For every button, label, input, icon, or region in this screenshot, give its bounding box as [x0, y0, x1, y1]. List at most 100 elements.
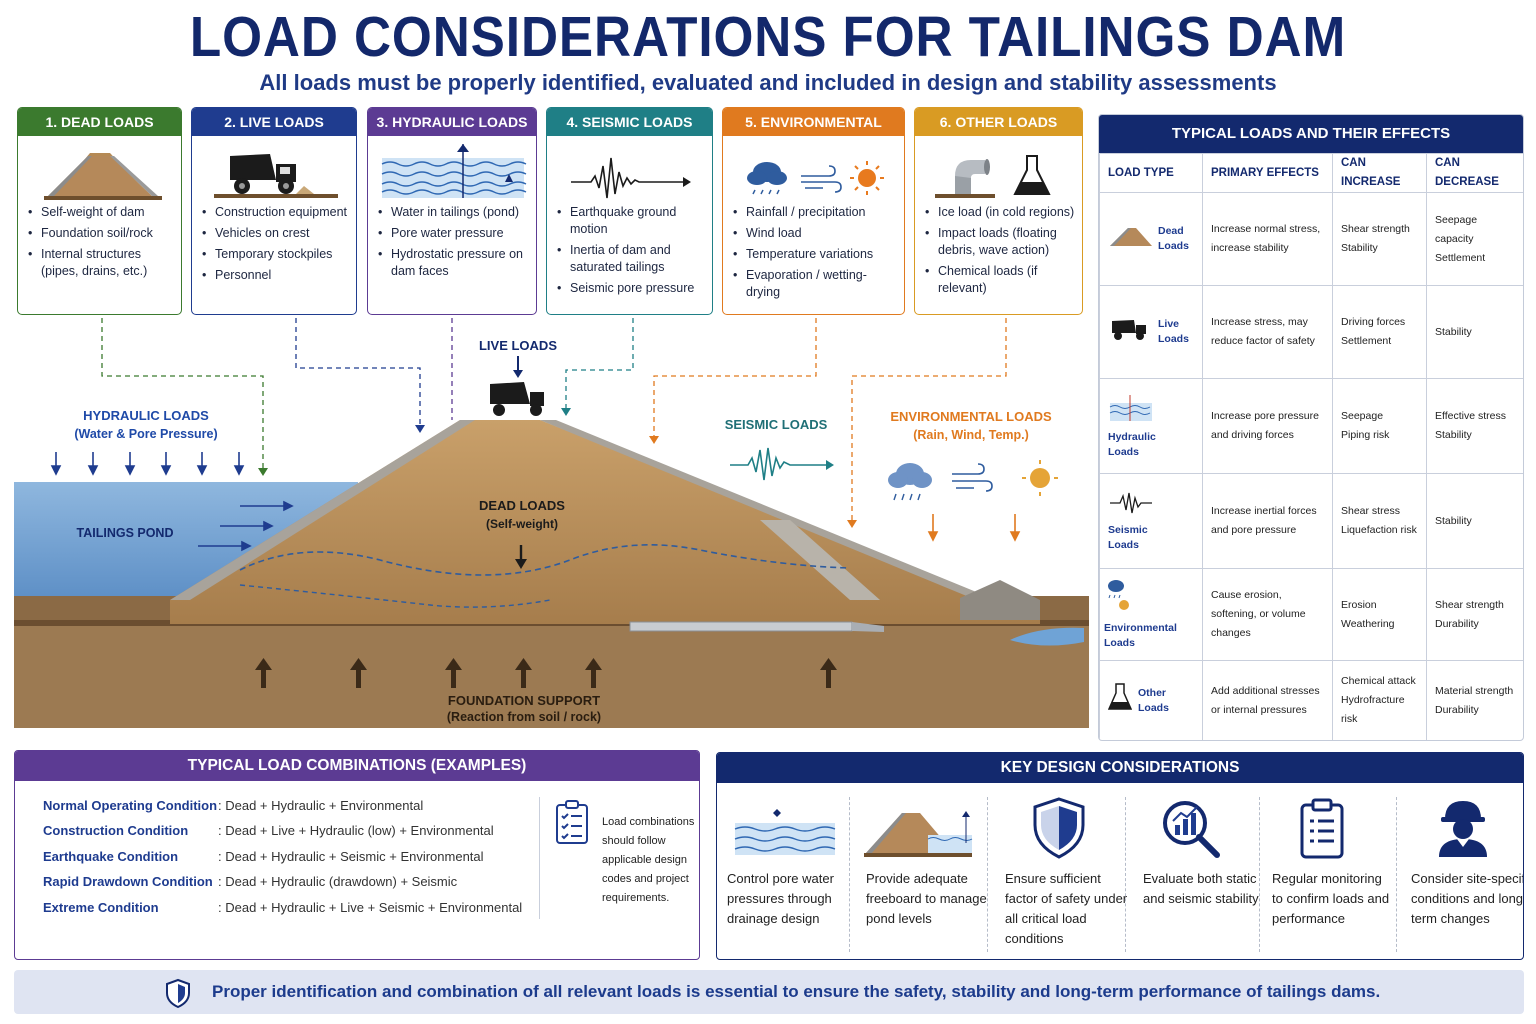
seismograph-icon: [1108, 490, 1154, 523]
table-cell: Seepage Piping risk: [1332, 378, 1427, 474]
dam-cross-section: [14, 318, 1089, 728]
card-header: 6. OTHER LOADS: [915, 108, 1082, 136]
label-seismic-loads: SEISMIC LOADS: [724, 417, 828, 432]
label-tailings-pond: TAILINGS POND: [76, 526, 174, 540]
table-cell: Material strength Durability: [1426, 660, 1523, 740]
loads-effects-table: TYPICAL LOADS AND THEIR EFFECTS LOAD TYP…: [1098, 114, 1524, 741]
list-item: Construction equipment: [202, 204, 350, 221]
design-item: Control pore water pressures through dra…: [717, 797, 855, 952]
footer-banner: Proper identification and combination of…: [14, 970, 1524, 1014]
card-hydraulic-loads: 3. HYDRAULIC LOADS Water in tailings (po…: [367, 107, 537, 315]
page-subtitle: All loads must be properly identified, e…: [259, 70, 1277, 95]
flask-icon: [1107, 682, 1133, 719]
list-item: Rainfall / precipitation: [733, 204, 898, 221]
divider: [1259, 797, 1260, 952]
list-item: Ice load (in cold regions): [925, 204, 1076, 221]
list-item: Earthquake ground motion: [557, 204, 706, 238]
column-header: CAN INCREASE: [1332, 153, 1427, 193]
label-live-loads: LIVE LOADS: [478, 338, 557, 353]
label-foundation-support: FOUNDATION SUPPORT: [447, 693, 601, 708]
analysis-magnifier-icon: [1159, 797, 1225, 864]
freeboard-icon: [862, 803, 974, 864]
table-title: TYPICAL LOADS AND THEIR EFFECTS: [1099, 115, 1523, 153]
list-item: Evaporation / wetting-drying: [733, 267, 898, 301]
table-row: Hydraulic Loads Increase pore pressure a…: [1099, 378, 1523, 474]
table-cell: Shear strength Durability: [1426, 568, 1523, 661]
checklist-icon: [555, 799, 591, 850]
divider: [1125, 797, 1126, 952]
weather-icon: [1104, 578, 1134, 621]
clipboard-icon: [1298, 797, 1348, 864]
divider: [987, 797, 988, 952]
list-item: Vehicles on crest: [202, 225, 350, 242]
pipe-and-flask-icon: [915, 136, 1082, 204]
list-item: Personnel: [202, 267, 350, 284]
table-cell: Increase normal stress, increase stabili…: [1202, 192, 1333, 286]
column-header: CAN DECREASE: [1426, 153, 1523, 193]
load-type-cell: Environmental Loads: [1099, 568, 1203, 661]
water-level-icon: [368, 136, 536, 204]
label-foundation-sub: (Reaction from soil / rock): [446, 710, 602, 724]
label-environmental-loads: ENVIRONMENTAL LOADS: [890, 409, 1052, 424]
table-cell: Cause erosion, softening, or volume chan…: [1202, 568, 1333, 661]
list-item: Inertia of dam and saturated tailings: [557, 242, 706, 276]
list-item: Foundation soil/rock: [28, 225, 175, 242]
table-cell: Erosion Weathering: [1332, 568, 1427, 661]
weather-icon: [723, 136, 904, 204]
table-cell: Driving forces Settlement: [1332, 285, 1427, 379]
list-item: Water in tailings (pond): [378, 204, 530, 221]
key-design-panel: KEY DESIGN CONSIDERATIONS Control pore w…: [716, 752, 1524, 960]
list-item: Self-weight of dam: [28, 204, 175, 221]
design-item: Ensure sufficient factor of safety under…: [995, 797, 1133, 952]
column-header: PRIMARY EFFECTS: [1202, 153, 1333, 193]
list-item: Temporary stockpiles: [202, 246, 350, 263]
table-cell: Stability: [1426, 473, 1523, 569]
design-item: Regular monitoring to confirm loads and …: [1262, 797, 1400, 952]
card-list: Water in tailings (pond) Pore water pres…: [368, 204, 536, 280]
table-cell: Chemical attack Hydrofracture risk: [1332, 660, 1427, 740]
load-combinations-panel: TYPICAL LOAD COMBINATIONS (EXAMPLES) Nor…: [14, 750, 700, 960]
design-item: Consider site-specific conditions and lo…: [1401, 797, 1523, 952]
list-item: Temperature variations: [733, 246, 898, 263]
embankment-icon: [18, 136, 181, 204]
panel-header: KEY DESIGN CONSIDERATIONS: [717, 753, 1523, 783]
panel-header: TYPICAL LOAD COMBINATIONS (EXAMPLES): [15, 751, 699, 781]
label-hydraulic-loads: HYDRAULIC LOADS: [83, 408, 209, 423]
table-header-row: LOAD TYPE PRIMARY EFFECTS CAN INCREASE C…: [1099, 153, 1523, 193]
table-cell: Shear strength Stability: [1332, 192, 1427, 286]
combination-note: Load combinations should follow applicab…: [602, 816, 695, 904]
card-header: 2. LIVE LOADS: [192, 108, 356, 136]
card-environmental-loads: 5. ENVIRONMENTAL LOADS Rainfall / precip…: [722, 107, 905, 315]
seismograph-icon: [547, 136, 712, 204]
table-cell: Increase inertial forces and pore pressu…: [1202, 473, 1333, 569]
table-cell: Shear stress Liquefaction risk: [1332, 473, 1427, 569]
card-dead-loads: 1. DEAD LOADS Self-weight of dam Foundat…: [17, 107, 182, 315]
embankment-icon: [1108, 224, 1154, 255]
divider: [849, 797, 850, 952]
card-header: 3. HYDRAULIC LOADS: [368, 108, 536, 136]
label-dead-loads: DEAD LOADS: [479, 498, 565, 513]
card-list: Rainfall / precipitation Wind load Tempe…: [723, 204, 904, 301]
drainage-icon: [733, 803, 837, 864]
card-other-loads: 6. OTHER LOADS Ice load (in cold regions…: [914, 107, 1083, 315]
table-cell: Add additional stresses or internal pres…: [1202, 660, 1333, 740]
card-list: Construction equipment Vehicles on crest…: [192, 204, 356, 284]
label-environmental-sub: (Rain, Wind, Temp.): [913, 428, 1029, 442]
card-live-loads: 2. LIVE LOADS Construction equipment Veh…: [191, 107, 357, 315]
table-cell: Increase pore pressure and driving force…: [1202, 378, 1333, 474]
load-type-cell: Hydraulic Loads: [1099, 378, 1203, 474]
list-item: Hydrostatic pressure on dam faces: [378, 246, 530, 280]
shield-icon: [1031, 797, 1087, 864]
table-cell: Increase stress, may reduce factor of sa…: [1202, 285, 1333, 379]
list-item: Pore water pressure: [378, 225, 530, 242]
shield-icon: [164, 978, 192, 1013]
divider: [1396, 797, 1397, 952]
card-header: 5. ENVIRONMENTAL LOADS: [723, 108, 904, 158]
footer-text: Proper identification and combination of…: [212, 982, 1381, 1001]
table-row: Live Loads Increase stress, may reduce f…: [1099, 285, 1523, 379]
load-type-cell: Dead Loads: [1099, 192, 1203, 286]
table-row: Seismic Loads Increase inertial forces a…: [1099, 473, 1523, 569]
list-item: Wind load: [733, 225, 898, 242]
engineer-icon: [1435, 797, 1491, 864]
card-header: 1. DEAD LOADS: [18, 108, 181, 136]
